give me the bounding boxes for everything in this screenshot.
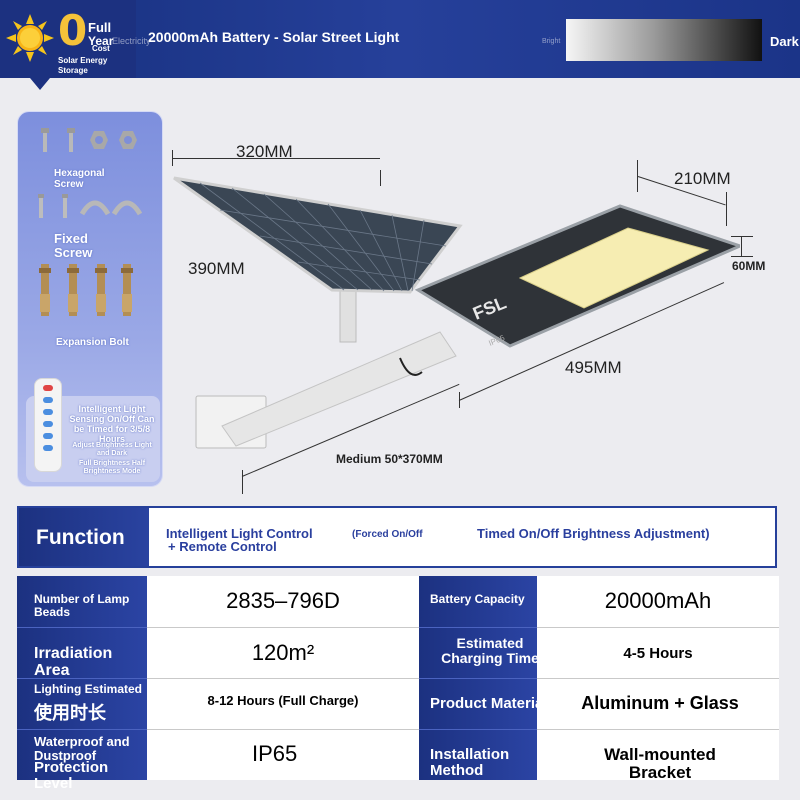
hex-nut-icon <box>90 131 108 149</box>
function-item-remote: + Remote Control <box>168 539 277 554</box>
fixed-screw-icon <box>38 194 44 218</box>
expansion-bolt-label: Expansion Bolt <box>56 337 129 348</box>
product-material-value: Aluminum + Glass <box>581 693 739 713</box>
function-title-cell <box>19 508 149 566</box>
brightness-gradient <box>566 19 762 61</box>
dark-label: Dark <box>770 34 799 49</box>
dim-tick <box>242 470 243 494</box>
dim-tick <box>726 192 727 226</box>
fixed-screw-label: Fixed Screw <box>54 231 93 260</box>
badge-subtitle: Solar Energy Storage <box>58 56 108 75</box>
lighting-time-label-cn: 使用时长 <box>34 703 106 724</box>
remote-button <box>43 421 53 427</box>
row-divider <box>419 729 537 730</box>
sun-icon <box>6 14 54 62</box>
dim-panel-height: 390MM <box>188 259 245 278</box>
function-bar <box>17 506 777 568</box>
dim-arm: Medium 50*370MM <box>336 452 443 466</box>
row-divider <box>147 627 419 628</box>
lamp-beads-value: 2835–796D <box>226 588 340 613</box>
remote-description: Intelligent Light Sensing On/Off Can be … <box>69 404 155 444</box>
zero-cost-badge: 0 Full Year Cost Solar Energy Storage <box>0 0 136 90</box>
dim-line-320 <box>172 158 380 159</box>
lighting-time-value: 8-12 Hours (Full Charge) <box>207 693 359 708</box>
installation-value: Wall-mounted Bracket <box>604 745 716 782</box>
page-title: 20000mAh Battery - Solar Street Light <box>148 29 400 45</box>
hex-screw-icon <box>41 128 49 152</box>
mounting-arm <box>221 331 457 447</box>
row-divider <box>147 678 419 679</box>
expansion-bolt-icon-3 <box>95 264 107 316</box>
row-divider <box>419 678 537 679</box>
charging-time-value: 4-5 Hours <box>623 645 693 662</box>
waterproof-label: Waterproof and Dustproof <box>34 734 130 763</box>
function-item-timed: Timed On/Off Brightness Adjustment) <box>477 526 710 541</box>
irradiation-area-label: Irradiation Area <box>34 645 113 679</box>
clamp-icon <box>80 200 110 216</box>
installation-label: Installation Method <box>430 746 510 779</box>
expansion-bolt-icon-4 <box>121 264 133 316</box>
solar-panel-grid <box>199 182 447 292</box>
irradiation-area-value: 120m² <box>251 640 315 665</box>
dim-tick <box>637 160 638 192</box>
row-divider <box>17 729 147 730</box>
lamp-beads-label: Number of Lamp Beads <box>34 592 130 619</box>
street-light-illustration: FSL IP65 <box>173 176 740 449</box>
row-divider <box>17 627 147 628</box>
ghost-text: Electricity <box>112 36 151 46</box>
dim-lamp-thickness: 60MM <box>732 259 766 273</box>
hex-screw-label: Hexagonal Screw <box>54 168 105 190</box>
row-divider <box>147 729 419 730</box>
protection-level-value: IP65 <box>252 741 298 766</box>
expansion-bolt-icon-2 <box>67 264 79 316</box>
function-item-note: (Forced On/Off <box>352 529 423 540</box>
lighting-time-label: Lighting Estimated <box>34 682 142 696</box>
solar-panel <box>173 176 463 294</box>
battery-value: 20000mAh <box>604 588 712 613</box>
dim-tick <box>731 256 753 257</box>
remote-power-button <box>43 385 53 391</box>
function-title: Function <box>36 526 125 549</box>
row-divider <box>17 678 147 679</box>
hex-nut-icon-2 <box>119 131 137 149</box>
dim-line-60 <box>741 236 742 256</box>
product-material-label: Product Material <box>430 695 548 712</box>
fixed-screw-icon-2 <box>62 194 68 218</box>
remote-brightness-text: Adjust Brightness Light and Dark <box>72 442 152 457</box>
dim-tick <box>731 236 753 237</box>
row-divider <box>537 729 779 730</box>
hex-screw-icon-2 <box>67 128 75 152</box>
led-array <box>518 227 710 309</box>
protection-level-label: Protection Level <box>34 759 109 792</box>
remote-button <box>43 409 53 415</box>
row-divider <box>419 627 537 628</box>
clamp-icon-2 <box>112 200 142 216</box>
badge-digit: 0 <box>58 6 88 55</box>
dim-tick <box>380 170 381 186</box>
remote-mode-text: Full Brightness Half Brightness Mode <box>78 460 146 475</box>
dim-tick <box>172 150 173 166</box>
battery-label: Battery Capacity <box>430 592 525 606</box>
cable <box>399 357 423 376</box>
ghost-text-bright: Bright <box>542 38 561 45</box>
dim-panel-width: 320MM <box>236 142 293 161</box>
charging-time-label: Estimated Charging Time <box>441 635 539 666</box>
badge-line-year: Year <box>88 34 114 48</box>
badge-line-full: Full <box>88 20 112 35</box>
dim-lamp-width: 210MM <box>674 169 731 188</box>
expansion-bolt-icon <box>39 264 51 316</box>
remote-control-icon <box>34 378 62 472</box>
remote-button <box>43 445 53 451</box>
row-divider <box>537 627 779 628</box>
remote-button <box>43 397 53 403</box>
spec-table <box>17 576 779 780</box>
function-item-light-control: Intelligent Light Control <box>166 526 313 541</box>
badge-line-cost: Cost <box>92 44 110 53</box>
remote-button <box>43 433 53 439</box>
row-divider <box>537 678 779 679</box>
dim-lamp-length: 495MM <box>565 358 622 377</box>
